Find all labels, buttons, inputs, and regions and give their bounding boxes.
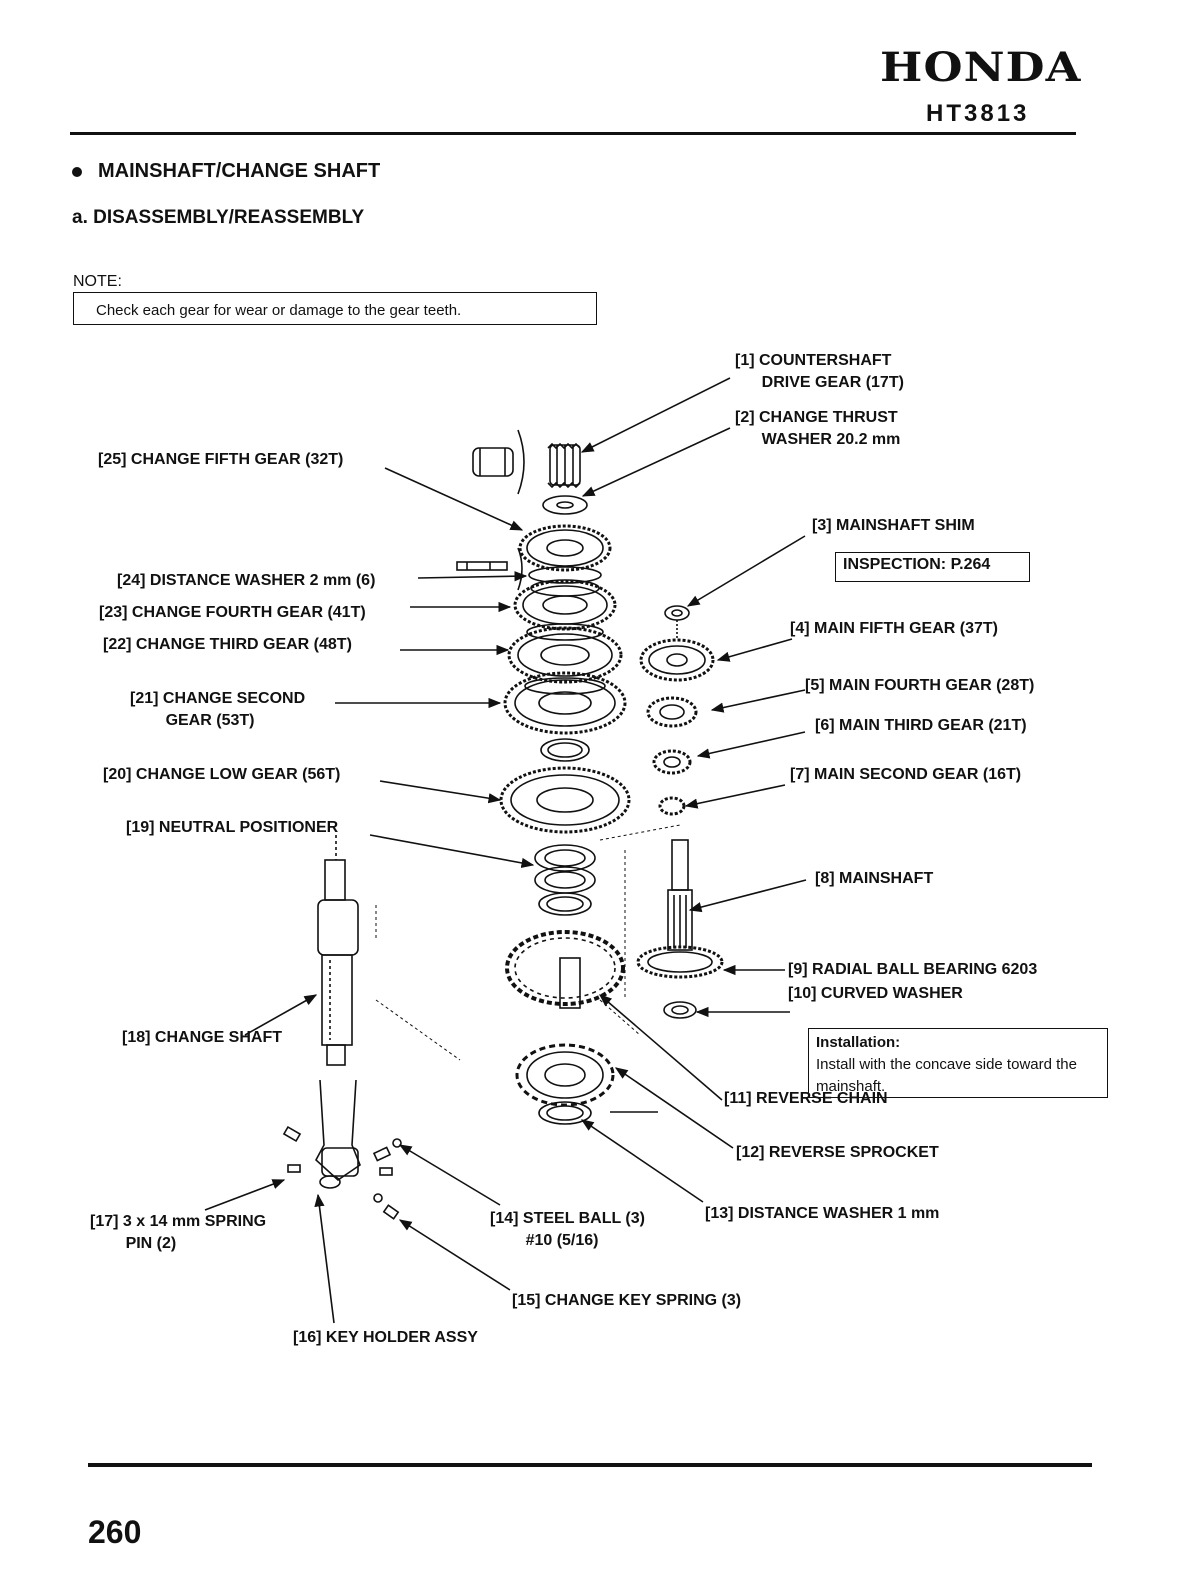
section-subtitle: a. DISASSEMBLY/REASSEMBLY (72, 207, 365, 228)
section-title: MAINSHAFT/CHANGE SHAFT (72, 160, 380, 183)
callout-22: [22] CHANGE THIRD GEAR (48T) (103, 636, 352, 653)
mainshaft (636, 839, 724, 979)
mainshaft-shim (664, 605, 690, 621)
header-rule (70, 132, 1076, 135)
callout-11: [11] REVERSE CHAIN (724, 1090, 888, 1107)
countershaft-bearing (472, 429, 525, 495)
countershaft-drive-gear (547, 442, 581, 489)
callout-9: [9] RADIAL BALL BEARING 6203 (788, 961, 1038, 978)
thrust-washer (542, 495, 588, 515)
change-shaft (317, 835, 359, 1066)
callout-13: [13] DISTANCE WASHER 1 mm (705, 1205, 940, 1222)
change-low-gear (499, 766, 631, 834)
inspection-ref-box (835, 552, 1030, 582)
distance-washer-pin (456, 547, 523, 591)
note-text: Check each gear for wear or damage to th… (96, 302, 462, 319)
neutral-positioner (534, 844, 596, 916)
key-holder-assy (315, 1079, 361, 1189)
note-label: NOTE: (73, 273, 122, 290)
callout-21: [21] CHANGE SECOND GEAR (53T) (130, 690, 306, 729)
callout-12: [12] REVERSE SPROCKET (736, 1144, 939, 1161)
change-second-gear (503, 671, 627, 735)
callout-8: [8] MAINSHAFT (815, 870, 934, 887)
callout-5: [5] MAIN FOURTH GEAR (28T) (805, 677, 1035, 694)
spacer-washer (540, 738, 590, 762)
callout-24: [24] DISTANCE WASHER 2 mm (6) (117, 572, 376, 589)
callout-10: [10] CURVED WASHER (788, 985, 963, 1002)
installation-note-title: Installation: (816, 1034, 901, 1051)
main-third-gear (652, 749, 692, 775)
page-number: 260 (88, 1514, 142, 1550)
callout-17: [17] 3 x 14 mm SPRING PIN (2) (90, 1213, 267, 1252)
callout-14: [14] STEEL BALL (3) #10 (5/16) (490, 1210, 645, 1249)
callout-6: [6] MAIN THIRD GEAR (21T) (815, 717, 1027, 734)
callout-18: [18] CHANGE SHAFT (122, 1029, 283, 1046)
main-fifth-gear (639, 638, 715, 682)
note-box (73, 292, 597, 325)
bullet-icon (72, 166, 82, 177)
inspection-ref: INSPECTION: P.264 (843, 556, 991, 573)
callout-2: [2] CHANGE THRUST WASHER 20.2 mm (735, 409, 901, 448)
main-second-gear (658, 796, 686, 816)
callout-25: [25] CHANGE FIFTH GEAR (32T) (98, 451, 344, 468)
curved-washer (663, 1001, 697, 1019)
installation-note-box (808, 1028, 1108, 1098)
spring-pins-and-balls (282, 1125, 402, 1220)
installation-note-text: Install with the concave side toward the… (816, 1056, 1077, 1095)
callout-15: [15] CHANGE KEY SPRING (3) (512, 1292, 742, 1309)
reverse-sprocket (515, 1043, 615, 1107)
callout-19: [19] NEUTRAL POSITIONER (126, 819, 339, 836)
callout-20: [20] CHANGE LOW GEAR (56T) (103, 766, 341, 783)
callout-16: [16] KEY HOLDER ASSY (293, 1329, 478, 1346)
model-number: HT3813 (926, 100, 1030, 127)
footer-rule (88, 1463, 1092, 1467)
callout-7: [7] MAIN SECOND GEAR (16T) (790, 766, 1022, 783)
callout-4: [4] MAIN FIFTH GEAR (37T) (790, 620, 998, 637)
change-fourth-gear (513, 579, 617, 641)
reverse-chain (505, 930, 625, 1009)
callout-23: [23] CHANGE FOURTH GEAR (41T) (99, 604, 366, 621)
callout-1: [1] COUNTERSHAFT DRIVE GEAR (17T) (735, 352, 904, 391)
change-third-gear (507, 626, 623, 695)
distance-washer-1mm (538, 1101, 592, 1125)
section-title-text: MAINSHAFT/CHANGE SHAFT (98, 160, 381, 182)
callout-3: [3] MAINSHAFT SHIM (812, 517, 975, 534)
main-fourth-gear (646, 696, 698, 728)
leader-lines (204, 377, 807, 1324)
brand-logo: HONDA (880, 44, 1082, 91)
